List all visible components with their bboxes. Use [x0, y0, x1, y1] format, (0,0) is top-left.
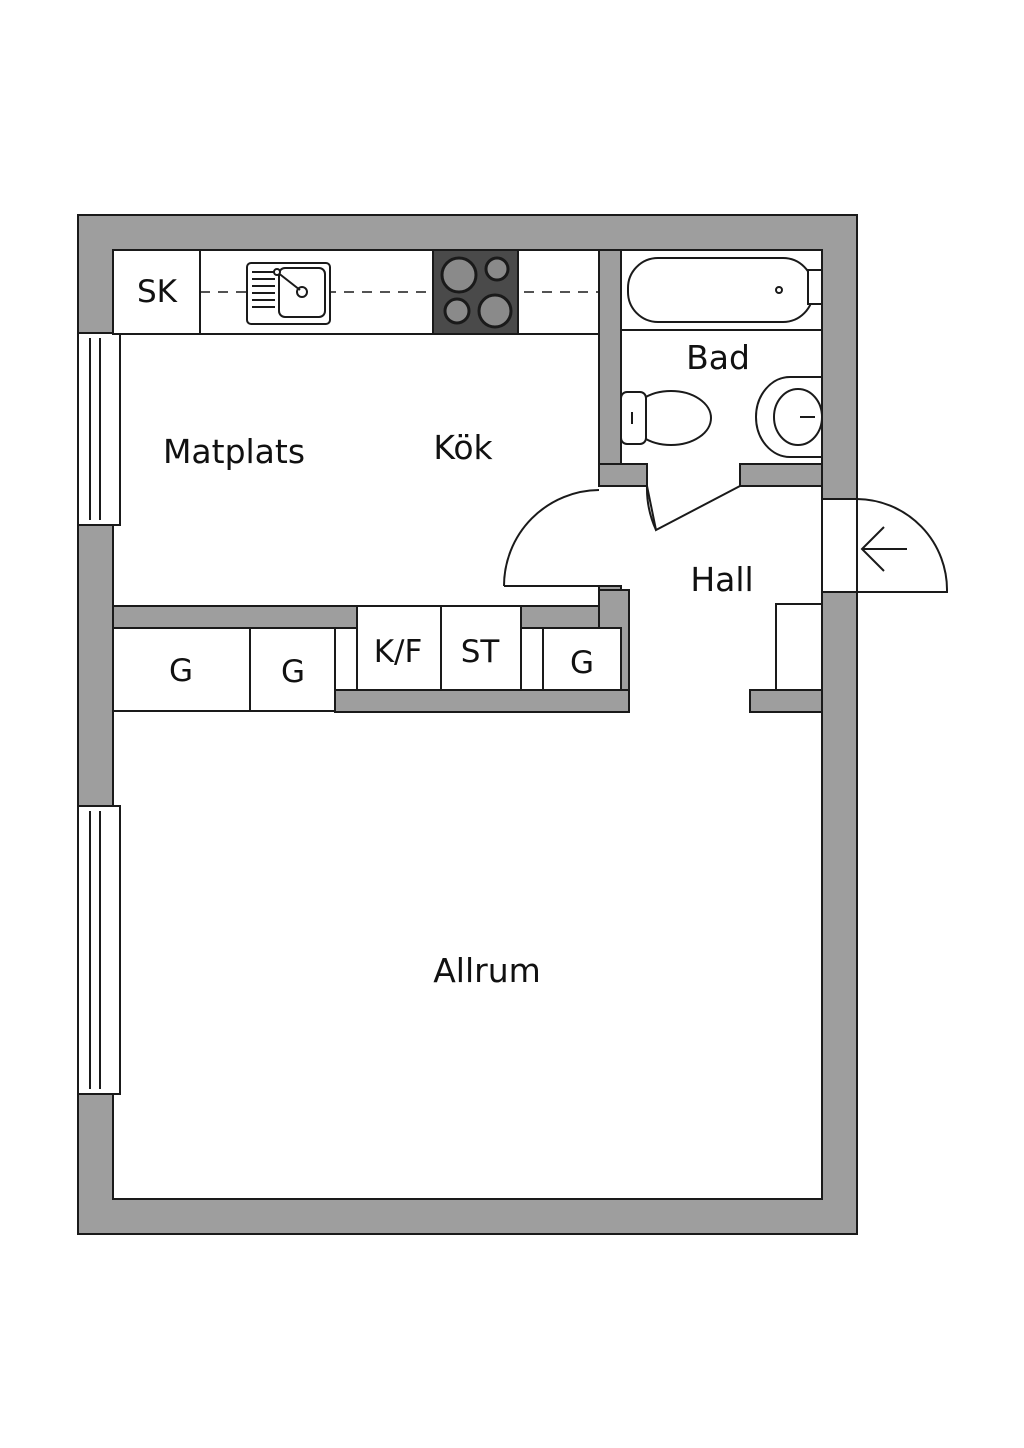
wardrobe-label-1: G [169, 653, 193, 689]
wardrobe-label-3: G [570, 645, 594, 681]
window-kitchen [77, 332, 121, 526]
room-label-matplats: Matplats [163, 432, 305, 471]
kitchen-door[interactable] [503, 489, 600, 587]
bathtub-icon [620, 249, 823, 331]
kitchen-sink-icon [246, 262, 331, 325]
room-label-kok: Kök [433, 428, 493, 467]
room-label-bad: Bad [686, 338, 750, 377]
fridge-freezer-label: K/F [374, 634, 423, 670]
arrow-left-icon [860, 526, 907, 572]
hall-closet [775, 603, 823, 691]
wardrobe-label-2: G [281, 654, 305, 690]
window-allrum [77, 805, 121, 1095]
entrance-door[interactable] [856, 498, 949, 593]
sk-label: SK [137, 274, 178, 310]
wardrobe-row [112, 605, 622, 712]
room-label-hall: Hall [690, 560, 753, 599]
room-label-allrum: Allrum [433, 951, 541, 990]
stove-icon [432, 249, 519, 335]
washbasin-icon [755, 376, 823, 458]
storage-label: ST [461, 634, 501, 670]
bathroom-door[interactable] [645, 485, 741, 532]
kitchen-counter [112, 249, 600, 335]
toilet-icon [620, 390, 712, 446]
